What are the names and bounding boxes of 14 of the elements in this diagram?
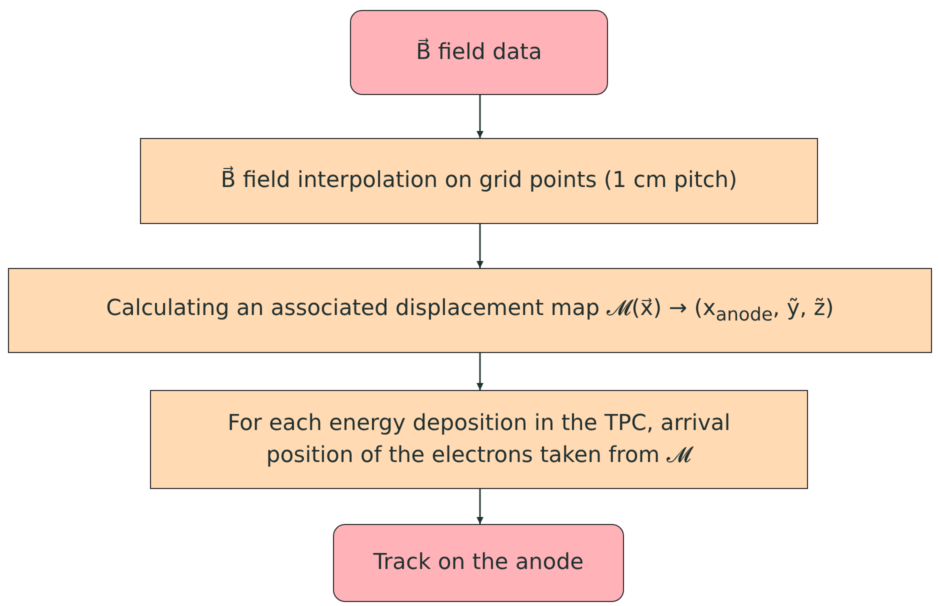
- process-box: [150, 390, 808, 489]
- arrow: [476, 95, 484, 138]
- step-text: Track on the anode: [373, 549, 584, 578]
- process-box: [140, 138, 818, 224]
- process-box: [8, 268, 932, 353]
- arrow: [476, 489, 484, 524]
- step-text: B⃗ field data: [416, 37, 542, 67]
- arrow: [476, 353, 484, 390]
- step-text: For each energy deposition in the TPC, arrival position of the electrons taken from 𝓜: [226, 410, 732, 470]
- terminal-box: [350, 10, 608, 95]
- arrow: [476, 224, 484, 268]
- step-text: Calculating an associated displacement map 𝓜(x⃗) → (x$_{anode}$, ỹ, z̃): [106, 294, 834, 327]
- terminal-box: [333, 524, 624, 602]
- step-text: B⃗ field interpolation on grid points (1 cm pitch): [220, 165, 738, 196]
